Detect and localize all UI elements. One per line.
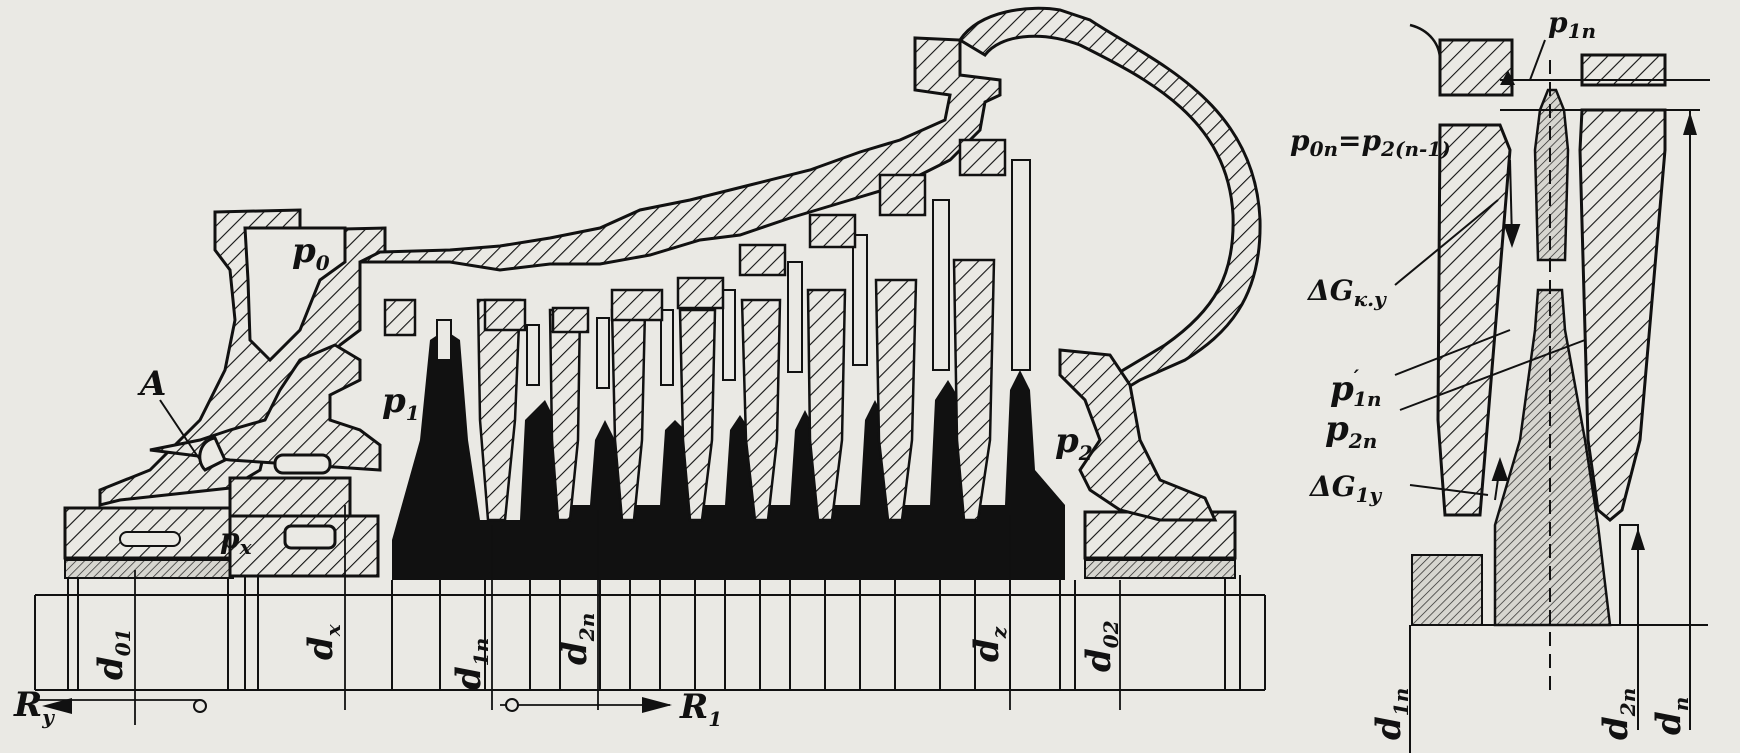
inner-casing xyxy=(149,343,382,578)
leader-A xyxy=(159,399,201,461)
balance-piston xyxy=(383,298,417,337)
label-dG-1y: ΔG1y xyxy=(1308,470,1383,507)
detail-diaphragm-right xyxy=(1578,53,1667,522)
label-d02: d02 xyxy=(1079,620,1123,672)
label-A: A xyxy=(137,364,166,404)
shaft-lines xyxy=(34,594,1266,691)
label-dG-ky: ΔGк.у xyxy=(1306,274,1387,311)
rotor-blades xyxy=(436,159,1031,389)
shaft-segments xyxy=(67,560,1241,690)
label-px: px xyxy=(220,522,253,559)
label-R1: R1 xyxy=(679,687,722,731)
right-bearing xyxy=(1083,510,1237,579)
label-p1n-top: p1n xyxy=(1548,6,1596,43)
detail-rotor-disc xyxy=(1493,288,1612,627)
main-labels: p0 p1 p2 px A d01 dx d1n d2n dz d02 Ry R… xyxy=(13,231,1123,731)
diaphragms xyxy=(476,258,996,522)
detail-leakage-arrows xyxy=(1491,159,1521,501)
label-detail-d1n: d1n xyxy=(1369,688,1413,740)
label-d1n: d1n xyxy=(449,638,493,690)
label-dz: dz xyxy=(967,626,1011,662)
label-p0: p0 xyxy=(292,231,330,275)
label-dx: dx xyxy=(301,623,345,660)
dimension-lines xyxy=(35,505,1121,725)
label-p0n-eq: p0n=p2(n-1) xyxy=(1290,124,1451,161)
left-bearing xyxy=(63,506,235,579)
detail-view: p1n p0n=p2(n-1) ΔGк.у p′1n p2n ΔG1y d1n … xyxy=(1290,6,1710,753)
detail-labels: p1n p0n=p2(n-1) ΔGк.у p′1n p2n ΔG1y d1n … xyxy=(1290,6,1693,740)
shroud-rings xyxy=(483,138,1007,334)
label-p2n: p2n xyxy=(1325,409,1377,453)
main-view: p0 p1 p2 px A d01 dx d1n d2n dz d02 Ry R… xyxy=(13,6,1266,731)
detail-diaphragm-left xyxy=(1436,38,1514,517)
detail-ref-lines xyxy=(1409,60,1710,753)
label-p2: p2 xyxy=(1055,421,1093,465)
detail-blade xyxy=(1533,88,1570,262)
label-d01: d01 xyxy=(91,628,135,680)
detail-casing-edge xyxy=(1409,23,1442,61)
label-p1n-prime: p′1n xyxy=(1330,365,1382,411)
detail-hub xyxy=(1411,554,1483,626)
label-Ry: Ry xyxy=(13,685,55,729)
label-detail-d2n: d2n xyxy=(1596,688,1640,740)
casing xyxy=(98,6,1262,522)
detail-arrows xyxy=(1500,70,1697,550)
label-d2n: d2n xyxy=(555,613,599,665)
arrowheads xyxy=(42,697,672,714)
label-detail-dn: dn xyxy=(1649,697,1693,735)
detail-leaders xyxy=(1394,39,1586,496)
label-p1: p1 xyxy=(382,381,420,425)
